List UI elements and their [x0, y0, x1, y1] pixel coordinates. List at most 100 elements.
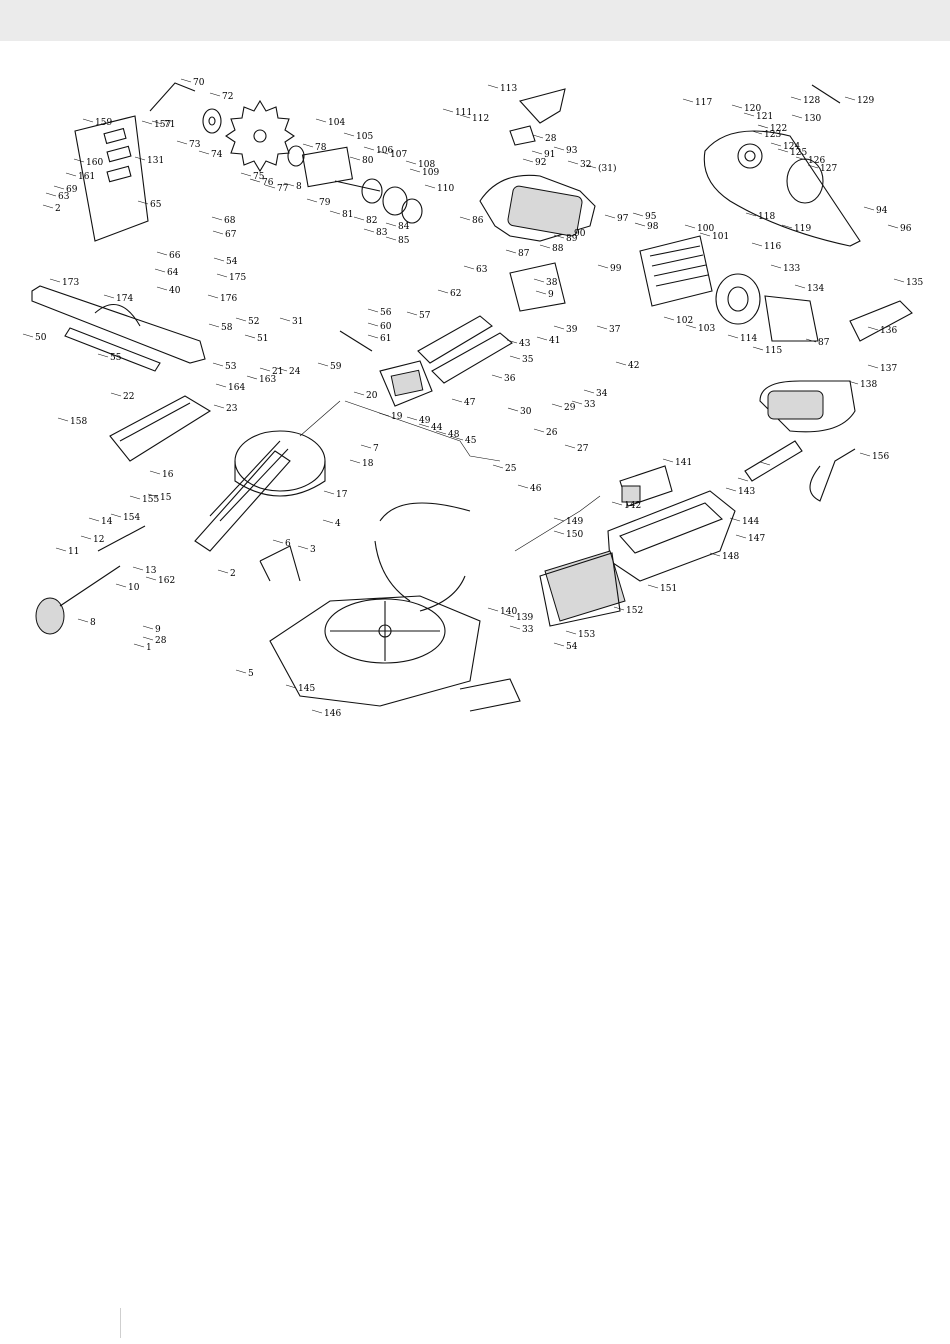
part-label: 83 — [376, 228, 388, 238]
leader-line — [42, 204, 54, 209]
part-label: 158 — [70, 417, 87, 427]
leader-line — [377, 150, 389, 155]
part-label: 110 — [437, 184, 454, 194]
leader-line — [794, 284, 806, 289]
leader-line — [571, 400, 583, 405]
leader-line — [207, 294, 219, 299]
leader-line — [487, 607, 499, 612]
leader-line — [536, 336, 548, 341]
leader-line — [385, 236, 397, 241]
leader-line — [507, 407, 519, 412]
part-label: 122 — [770, 124, 787, 134]
part-label: 112 — [472, 114, 489, 124]
part-label: 85 — [398, 236, 410, 246]
part-label: 78 — [315, 143, 327, 153]
leader-line — [353, 391, 365, 396]
part-label: 154 — [123, 513, 140, 523]
leader-line — [145, 576, 157, 581]
part-label: 102 — [676, 316, 693, 326]
leader-line — [212, 362, 224, 367]
part-label: 146 — [324, 709, 341, 719]
part-label: 157 — [154, 120, 171, 130]
part-label: 13 — [145, 566, 157, 576]
leader-line — [759, 461, 771, 466]
part-label: 109 — [422, 168, 439, 178]
part-label: 125 — [790, 148, 807, 158]
leader-line — [216, 273, 228, 278]
leader-line — [539, 244, 551, 249]
leader-line — [491, 374, 503, 379]
leader-line — [212, 230, 224, 235]
leader-line — [353, 216, 365, 221]
leader-line — [272, 539, 284, 544]
part-label: 10 — [128, 583, 140, 593]
part-label: 21 — [272, 367, 283, 377]
part-label: 68 — [224, 216, 236, 226]
part-label: 22 — [123, 392, 134, 402]
leader-line — [349, 156, 361, 161]
leader-line — [859, 452, 871, 457]
part-label: 155 — [142, 495, 159, 505]
leader-line — [149, 470, 161, 475]
leader-line — [176, 140, 188, 145]
leader-line — [142, 636, 154, 641]
part-label: 163 — [259, 375, 276, 385]
part-label: 19 — [391, 412, 403, 422]
part-label: 9 — [155, 625, 161, 635]
part-label: 128 — [803, 96, 820, 106]
part-label: 44 — [431, 423, 443, 433]
armature-icon — [639, 235, 713, 307]
leader-line — [53, 185, 65, 190]
leader-line — [790, 96, 802, 101]
leader-line — [151, 120, 163, 125]
leader-line — [77, 618, 89, 623]
part-label: 97 — [617, 214, 629, 224]
leader-line — [45, 192, 57, 197]
part-label: 60 — [380, 322, 392, 332]
part-label: 89 — [566, 234, 578, 244]
part-label: 28 — [155, 636, 167, 646]
part-label: 63 — [58, 192, 70, 202]
part-label: 3 — [310, 545, 316, 555]
part-label: 43 — [519, 339, 531, 349]
part-label: 72 — [222, 92, 233, 102]
part-label: 25 — [505, 464, 517, 474]
part-label: 41 — [549, 336, 560, 346]
part-label: (31) — [598, 163, 616, 174]
part-label: 135 — [906, 278, 923, 288]
leader-line — [82, 118, 94, 123]
leader-line — [533, 428, 545, 433]
part-label: 80 — [362, 156, 374, 166]
leader-line — [154, 268, 166, 273]
leader-line — [459, 114, 471, 119]
part-label: 103 — [698, 324, 715, 334]
leader-line — [315, 118, 327, 123]
part-label: 151 — [660, 584, 677, 594]
part-label: 116 — [764, 242, 781, 252]
leader-line — [142, 625, 154, 630]
part-label: 101 — [712, 232, 729, 242]
leader-line — [752, 346, 764, 351]
part-label: 161 — [78, 172, 95, 182]
part-label: 47 — [464, 398, 476, 408]
leader-line — [180, 78, 192, 83]
leader-line — [311, 709, 323, 714]
leader-line — [211, 216, 223, 221]
leader-line — [893, 278, 905, 283]
leader-line — [699, 232, 711, 237]
leader-line — [553, 146, 565, 151]
leader-line — [663, 316, 675, 321]
part-label: 66 — [169, 251, 181, 261]
part-label: 113 — [500, 84, 517, 94]
part-label: 162 — [158, 576, 175, 586]
part-label: 33 — [522, 625, 534, 635]
part-label: 69 — [66, 185, 78, 195]
part-label: 1 — [146, 643, 152, 653]
leader-line — [249, 178, 261, 183]
leader-line — [463, 265, 475, 270]
part-label: 46 — [530, 484, 542, 494]
leader-line — [240, 172, 252, 177]
part-label: 153 — [578, 630, 595, 640]
part-label: 38 — [546, 278, 558, 288]
part-label: 107 — [390, 150, 407, 160]
